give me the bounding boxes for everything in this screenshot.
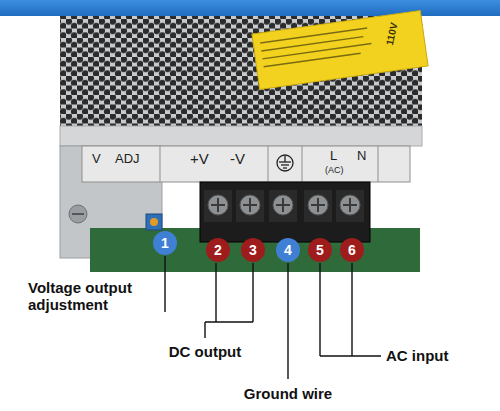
callout-number: 1 — [161, 235, 169, 251]
terminal-marking: ADJ — [115, 152, 140, 167]
top-band — [0, 0, 500, 16]
callout-circle: 6 — [340, 238, 364, 262]
warning-sticker — [252, 10, 428, 89]
potentiometer — [146, 214, 162, 230]
potentiometer-knob — [150, 218, 158, 226]
callout-circle: 5 — [308, 238, 332, 262]
circle-fill — [153, 231, 177, 255]
sticker-print — [262, 44, 371, 59]
screw-slot — [72, 213, 84, 215]
terminal-screws — [204, 190, 364, 222]
sticker — [252, 10, 428, 89]
terminal-marking: L — [330, 149, 337, 164]
terminal-marking: +V — [190, 150, 209, 167]
callout-number: 3 — [249, 242, 257, 258]
callout-number: 6 — [348, 242, 356, 258]
sticker-print — [261, 37, 363, 51]
callout-number: 5 — [316, 242, 324, 258]
panel-divider — [160, 146, 161, 182]
circle-fill — [206, 238, 230, 262]
callout-circle: 4 — [276, 238, 300, 262]
leader-bracket — [205, 263, 253, 338]
terminal-marking: N — [357, 149, 366, 164]
leader-lines — [165, 256, 381, 379]
callout-label: Ground wire — [244, 385, 332, 402]
leader-line — [287, 263, 288, 379]
sticker-print — [260, 28, 367, 43]
callout-label: Voltage output adjustment — [28, 279, 160, 314]
circle-fill — [340, 238, 364, 262]
callout-circle: 1 — [153, 231, 177, 255]
leader-bracket — [320, 263, 381, 356]
callout-number: 4 — [284, 242, 292, 258]
callout-label: AC input — [386, 347, 448, 364]
panel-divider — [268, 146, 269, 182]
circle-fill — [276, 238, 300, 262]
callout-label: DC output — [169, 343, 241, 360]
case-screw — [69, 205, 87, 223]
terminal-marking: -V — [230, 150, 245, 167]
circle-fill — [241, 238, 265, 262]
label-panel — [82, 146, 410, 182]
circle-fill — [308, 238, 332, 262]
callout-circle: 3 — [241, 238, 265, 262]
leader-line — [164, 256, 165, 312]
terminal-block — [200, 182, 370, 242]
panel-divider — [378, 146, 379, 182]
callout-number: 2 — [214, 242, 222, 258]
panel-divider — [302, 146, 303, 182]
terminal-marking: (AC) — [325, 165, 344, 175]
callout-circle: 2 — [206, 238, 230, 262]
sticker-print — [264, 53, 361, 67]
cover-lip — [60, 126, 422, 146]
ground-symbol — [277, 155, 293, 171]
terminal-marking: V — [92, 152, 101, 167]
